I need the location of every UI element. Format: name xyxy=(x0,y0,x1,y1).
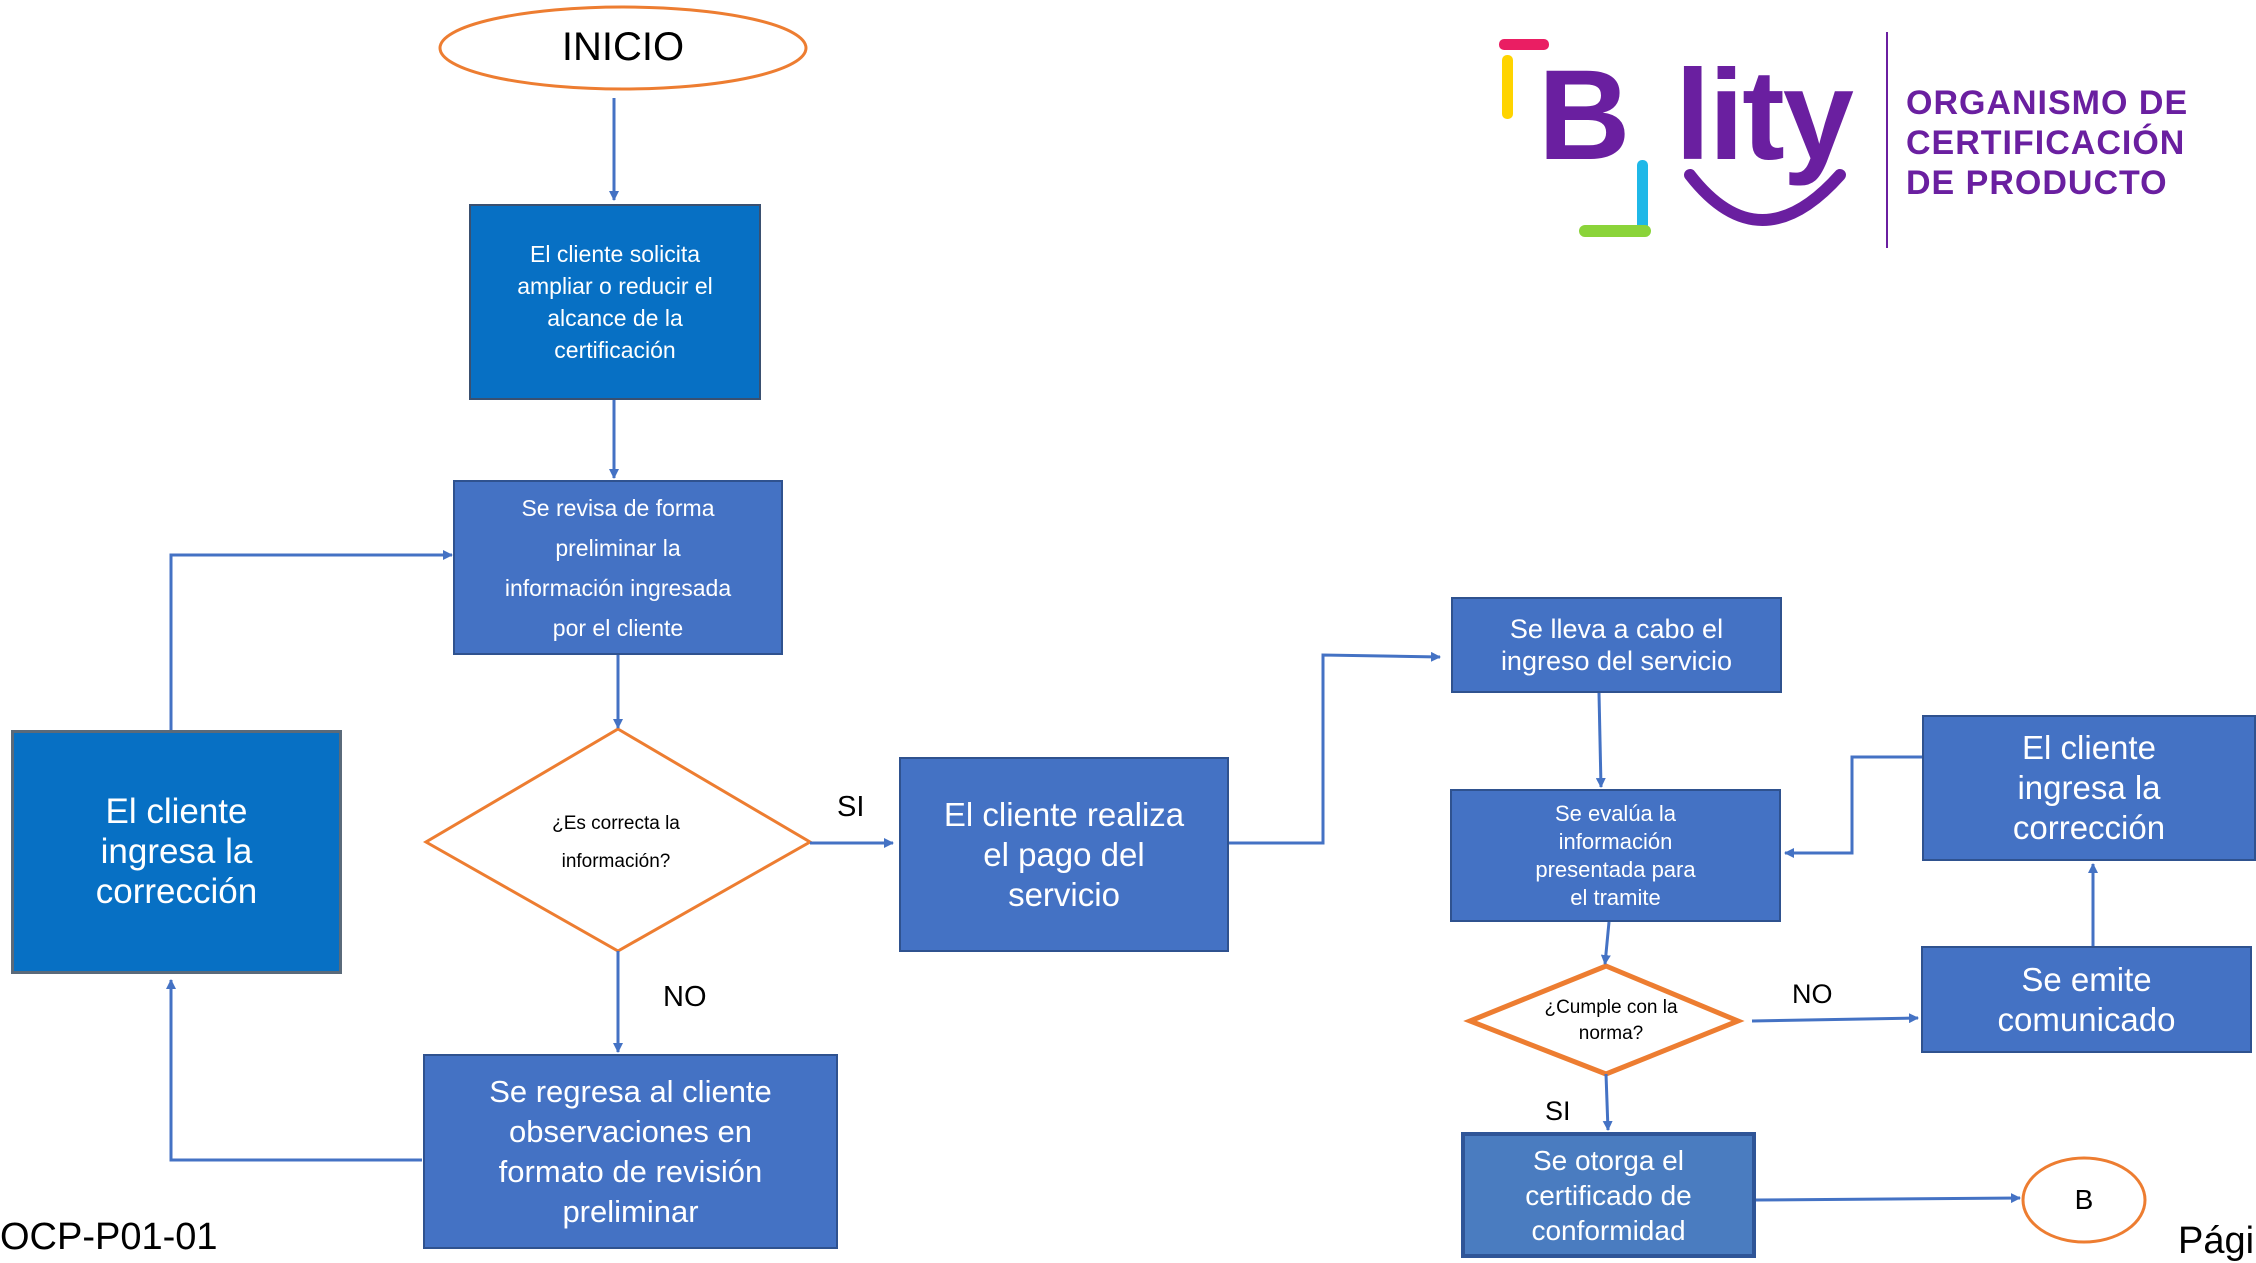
correction-text-left: El cliente ingresa la corrección xyxy=(95,792,258,911)
return-observations-box: Se regresa al cliente observaciones en f… xyxy=(423,1054,838,1249)
notice-box: Se emite comunicado xyxy=(1921,946,2252,1053)
arrow-service-to-evaluation xyxy=(1595,692,1606,788)
review-text: Se revisa de forma preliminar la informa… xyxy=(504,494,732,641)
logo-tagline-line-3: DE PRODUCTO xyxy=(1906,164,2168,202)
certificate-box: Se otorga el certificado de conformidad xyxy=(1461,1132,1756,1258)
logo-word-lity: lity xyxy=(1675,44,1854,187)
connector-b-oval xyxy=(2021,1156,2147,1244)
correction-text-right: El cliente ingresa la corrección xyxy=(2012,729,2166,846)
notice-text: Se emite comunicado xyxy=(1997,960,2176,1038)
arrow-certificate-to-connector xyxy=(1755,1193,2021,1204)
decision-meets-standard-label: ¿Cumple con la norma? xyxy=(1544,997,1678,1044)
logo-smile-curve xyxy=(1684,169,1846,226)
connector-b-label: B xyxy=(2074,1184,2094,1215)
arrow-return-to-correction xyxy=(166,979,422,1162)
logo-tagline-line-1: ORGANISMO DE xyxy=(1906,84,2189,122)
certificate-text: Se otorga el certificado de conformidad xyxy=(1525,1144,1692,1246)
edge-label-no-2: NO xyxy=(1792,979,1833,1009)
page-label: Pági xyxy=(2178,1220,2255,1262)
decision-correct-info-label: ¿Es correcta la información? xyxy=(552,813,680,872)
edge-label-yes-2: SI xyxy=(1545,1096,1571,1126)
service-entry-text: Se lleva a cabo el ingreso del servicio xyxy=(1500,614,1733,676)
payment-box: El cliente realiza el pago del servicio xyxy=(899,757,1229,952)
edge-label-no-1: NO xyxy=(663,981,707,1013)
arrow-decision-to-notice xyxy=(1751,1013,1919,1024)
review-box: Se revisa de forma preliminar la informa… xyxy=(453,480,783,655)
logo-mark xyxy=(1499,32,1888,248)
arrow-correction-to-review xyxy=(169,550,453,730)
request-box: El cliente solicita ampliar o reducir el… xyxy=(469,204,761,400)
start-label: INICIO xyxy=(561,24,685,69)
logo-pink-bar xyxy=(1499,39,1549,50)
logo-yellow-bar xyxy=(1502,55,1513,119)
edge-label-yes-1: SI xyxy=(837,791,865,823)
arrow-payment-to-service xyxy=(1229,651,1441,845)
correction-box-left: El cliente ingresa la corrección xyxy=(11,730,342,974)
logo-tagline-line-2: CERTIFICACIÓN xyxy=(1906,124,2186,162)
logo-tagline: ORGANISMO DE CERTIFICACIÓN DE PRODUCTO xyxy=(1906,83,2188,203)
start-oval xyxy=(438,5,808,91)
evaluation-box: Se evalúa la información presentada para… xyxy=(1450,789,1781,922)
document-code: OCP-P01-01 xyxy=(0,1216,218,1258)
logo-cyan-bar xyxy=(1637,160,1648,230)
arrow-correction-to-evaluation xyxy=(1784,755,1922,858)
arrow-evaluation-to-decision xyxy=(1600,921,1611,965)
payment-text: El cliente realiza el pago del servicio xyxy=(943,795,1185,913)
evaluation-text: Se evalúa la información presentada para… xyxy=(1535,800,1696,910)
correction-box-right: El cliente ingresa la corrección xyxy=(1922,715,2256,861)
logo-letter-b: B xyxy=(1538,44,1630,187)
request-text: El cliente solicita ampliar o reducir el… xyxy=(517,241,713,363)
logo-green-bar xyxy=(1579,225,1651,237)
arrow-decision-to-certificate xyxy=(1602,1073,1613,1131)
return-observations-text: Se regresa al cliente observaciones en f… xyxy=(489,1073,772,1229)
service-entry-box: Se lleva a cabo el ingreso del servicio xyxy=(1451,597,1782,693)
